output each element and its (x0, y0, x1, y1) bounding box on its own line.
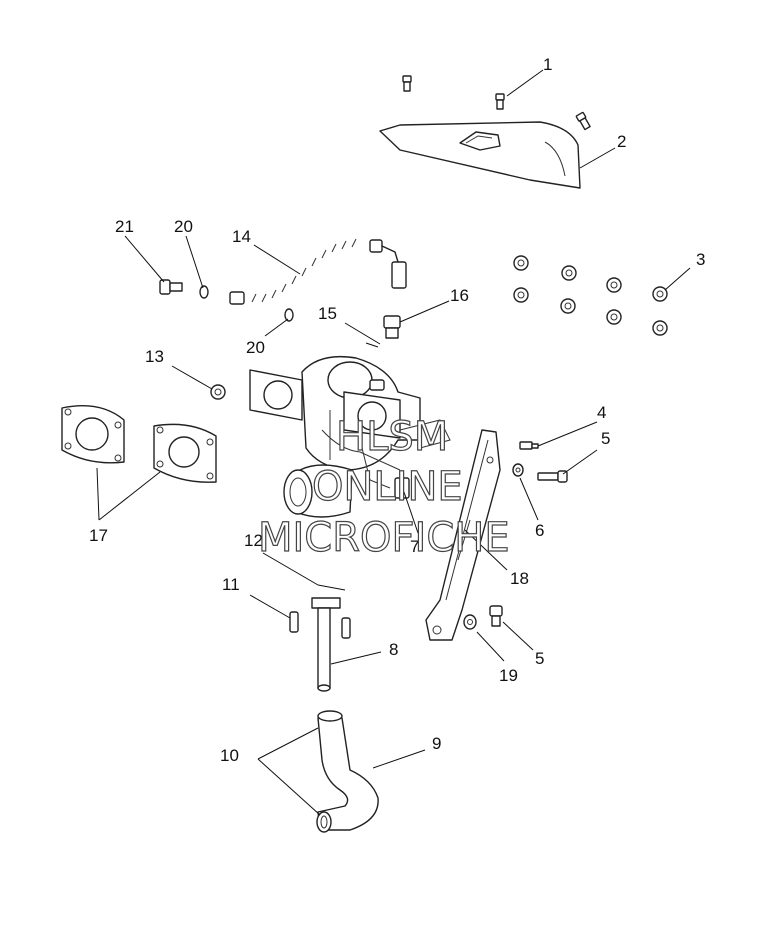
heat-shield-part-2 (379, 121, 581, 189)
callout-8: 8 (389, 640, 398, 659)
callout-4: 4 (597, 403, 606, 422)
fitting-part-16 (383, 315, 401, 339)
screw-part-11 (289, 611, 351, 639)
callout-7: 7 (410, 537, 419, 556)
gasket-part-17 (61, 405, 217, 483)
callout-12: 12 (244, 531, 263, 550)
screw-part-1 (402, 75, 591, 131)
callout-2: 2 (617, 132, 626, 151)
callout-5-lower: 5 (535, 649, 544, 668)
callout-18: 18 (510, 569, 529, 588)
callout-20-lower: 20 (246, 338, 265, 357)
callout-9: 9 (432, 734, 441, 753)
seal-part-15 (365, 342, 379, 348)
callout-21: 21 (115, 217, 134, 236)
oil-return-pipe-part-8 (311, 597, 341, 692)
callout-6: 6 (535, 521, 544, 540)
callout-16: 16 (450, 286, 469, 305)
callout-13: 13 (145, 347, 164, 366)
nuts-part-3 (513, 255, 668, 336)
watermark: HLSM ONLINE MICROFICHE (257, 413, 510, 561)
callout-5-upper: 5 (601, 429, 610, 448)
callout-3: 3 (696, 250, 705, 269)
washer-part-20 (199, 285, 294, 322)
washer-part-19 (463, 614, 477, 630)
callout-numbers: 1 2 3 4 5 5 6 7 8 9 10 11 12 13 14 15 16… (89, 55, 705, 765)
callout-19: 19 (499, 666, 518, 685)
watermark-line-3: MICROFICHE (258, 515, 510, 561)
callout-1: 1 (543, 55, 552, 74)
watermark-line-2: ONLINE (312, 464, 463, 510)
washer-part-6 (512, 463, 524, 477)
callout-10: 10 (220, 746, 239, 765)
callout-17: 17 (89, 526, 108, 545)
bracket-part-18 (425, 429, 501, 641)
nut-part-13 (210, 384, 226, 400)
callout-15: 15 (318, 304, 337, 323)
banjo-bolt-part-21 (159, 279, 183, 295)
leader-lines (96, 69, 691, 816)
bolt-part-4 (519, 441, 539, 450)
callout-11: 11 (222, 575, 240, 594)
watermark-line-1: HLSM (336, 414, 448, 460)
bolt-part-5-lower (489, 605, 503, 627)
bolt-part-5-upper (537, 470, 568, 483)
turbocharger-assembly (249, 355, 451, 518)
callout-14: 14 (232, 227, 251, 246)
callout-20-upper: 20 (174, 217, 193, 236)
oil-line-part-14 (229, 238, 407, 305)
hose-part-9 (316, 710, 379, 833)
seal-part-12 (317, 584, 346, 591)
